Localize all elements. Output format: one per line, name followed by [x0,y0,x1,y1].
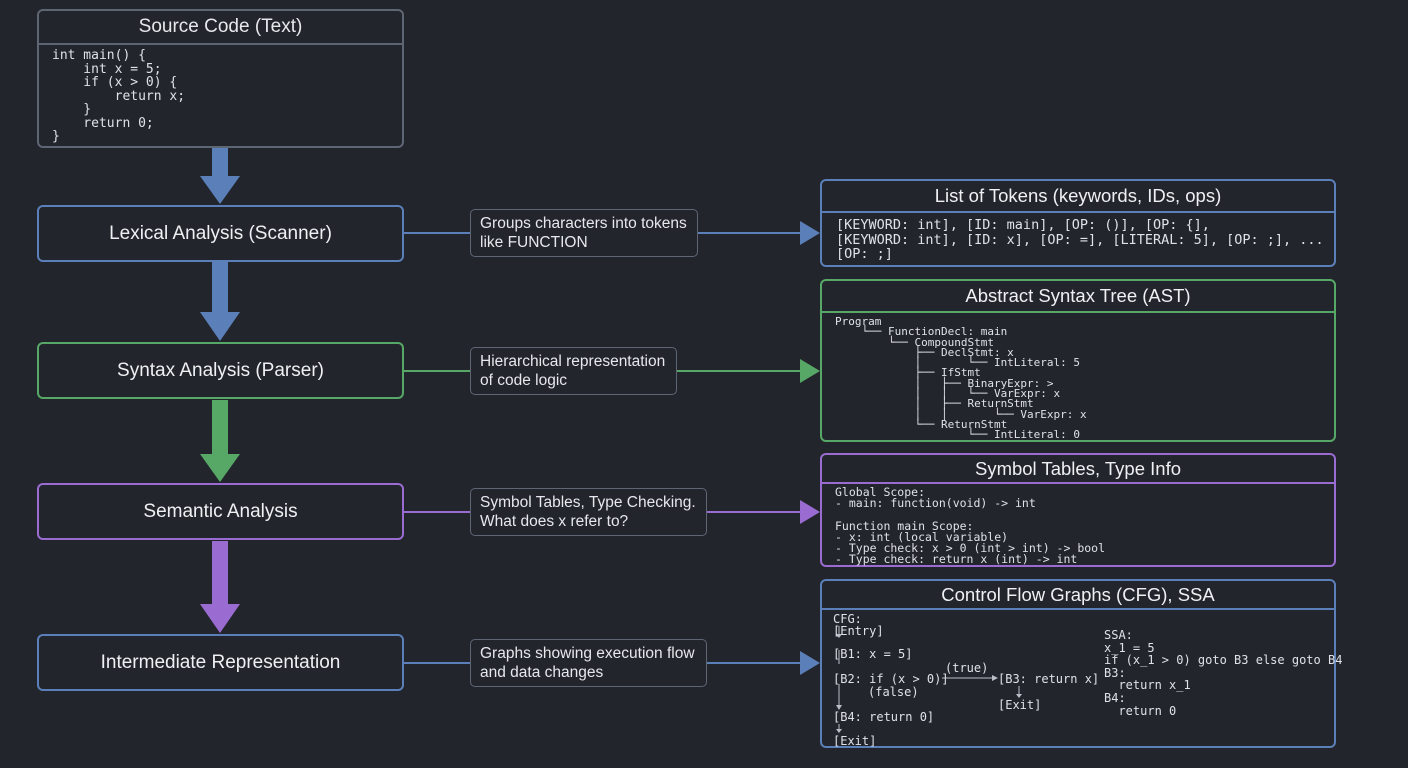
note-ir-text: Graphs showing execution flow and data c… [480,645,695,681]
stage-semantic-analysis: Semantic Analysis [37,483,404,540]
cfg-edge-true-label: (true) [945,661,989,675]
note-syntax-text: Hierarchical representation of code logi… [480,353,666,389]
note-lexical: Groups characters into tokens like FUNCT… [470,209,698,257]
note-ir: Graphs showing execution flow and data c… [470,639,707,687]
stage-lexical-analysis: Lexical Analysis (Scanner) [37,205,404,262]
ast-tree: Program └── FunctionDecl: main └── Compo… [835,315,1087,442]
cfg-label: CFG: [833,612,862,626]
cfg-edges [836,626,1022,733]
cfg-node-b3: [B3: return x] [998,672,1100,686]
connector-semantic [404,500,820,524]
note-syntax: Hierarchical representation of code logi… [470,347,677,395]
cfg-node-b4: [B4: return 0] [833,710,935,724]
cfg-edge-false-label: (false) [868,685,919,699]
cfg-panel-title: Control Flow Graphs (CFG), SSA [822,581,1334,610]
source-code-text: int main() { int x = 5; if (x > 0) { ret… [52,48,186,144]
flow-arrow-syntax-to-semantic [200,400,240,482]
symbol-table-panel: Symbol Tables, Type Info Global Scope: -… [820,453,1336,567]
source-code-box: Source Code (Text) int main() { int x = … [37,9,404,148]
tokens-panel: List of Tokens (keywords, IDs, ops) [KEY… [820,179,1336,267]
cfg-node-b3-exit: [Exit] [998,698,1042,712]
stage-syntax-analysis: Syntax Analysis (Parser) [37,342,404,399]
flow-arrow-lexical-to-syntax [200,262,240,341]
symbol-table-panel-title: Symbol Tables, Type Info [822,455,1334,484]
ast-panel: Abstract Syntax Tree (AST) Program └── F… [820,279,1336,442]
ast-panel-title: Abstract Syntax Tree (AST) [822,281,1334,313]
flow-arrow-source-to-lexical [200,148,240,204]
note-semantic-text: Symbol Tables, Type Checking. What does … [480,494,696,530]
cfg-panel: Control Flow Graphs (CFG), SSA CFG: [Ent… [820,579,1342,748]
note-lexical-text: Groups characters into tokens like FUNCT… [480,215,687,251]
ssa-content: SSA: x_1 = 5 if (x_1 > 0) goto B3 else g… [1104,628,1343,718]
flow-arrow-semantic-to-ir [200,541,240,633]
connector-ir [404,651,820,675]
note-semantic: Symbol Tables, Type Checking. What does … [470,488,707,536]
cfg-node-entry: [Entry] [833,624,884,638]
symbol-table-content: Global Scope: - main: function(void) -> … [835,485,1106,567]
connector-syntax [404,359,820,383]
source-code-title: Source Code (Text) [39,11,402,45]
cfg-node-b2: [B2: if (x > 0)] [833,672,949,686]
cfg-node-b1: [B1: x = 5] [833,647,913,661]
tokens-panel-title: List of Tokens (keywords, IDs, ops) [822,181,1334,213]
stage-intermediate-representation: Intermediate Representation [37,634,404,691]
connector-lexical [404,221,820,245]
cfg-node-exit: [Exit] [833,734,877,748]
cfg-graph: CFG: [Entry] [B1: x = 5] [B2: if (x > 0)… [822,610,1099,748]
tokens-list: [KEYWORD: int], [ID: main], [OP: ()], [O… [836,217,1324,262]
